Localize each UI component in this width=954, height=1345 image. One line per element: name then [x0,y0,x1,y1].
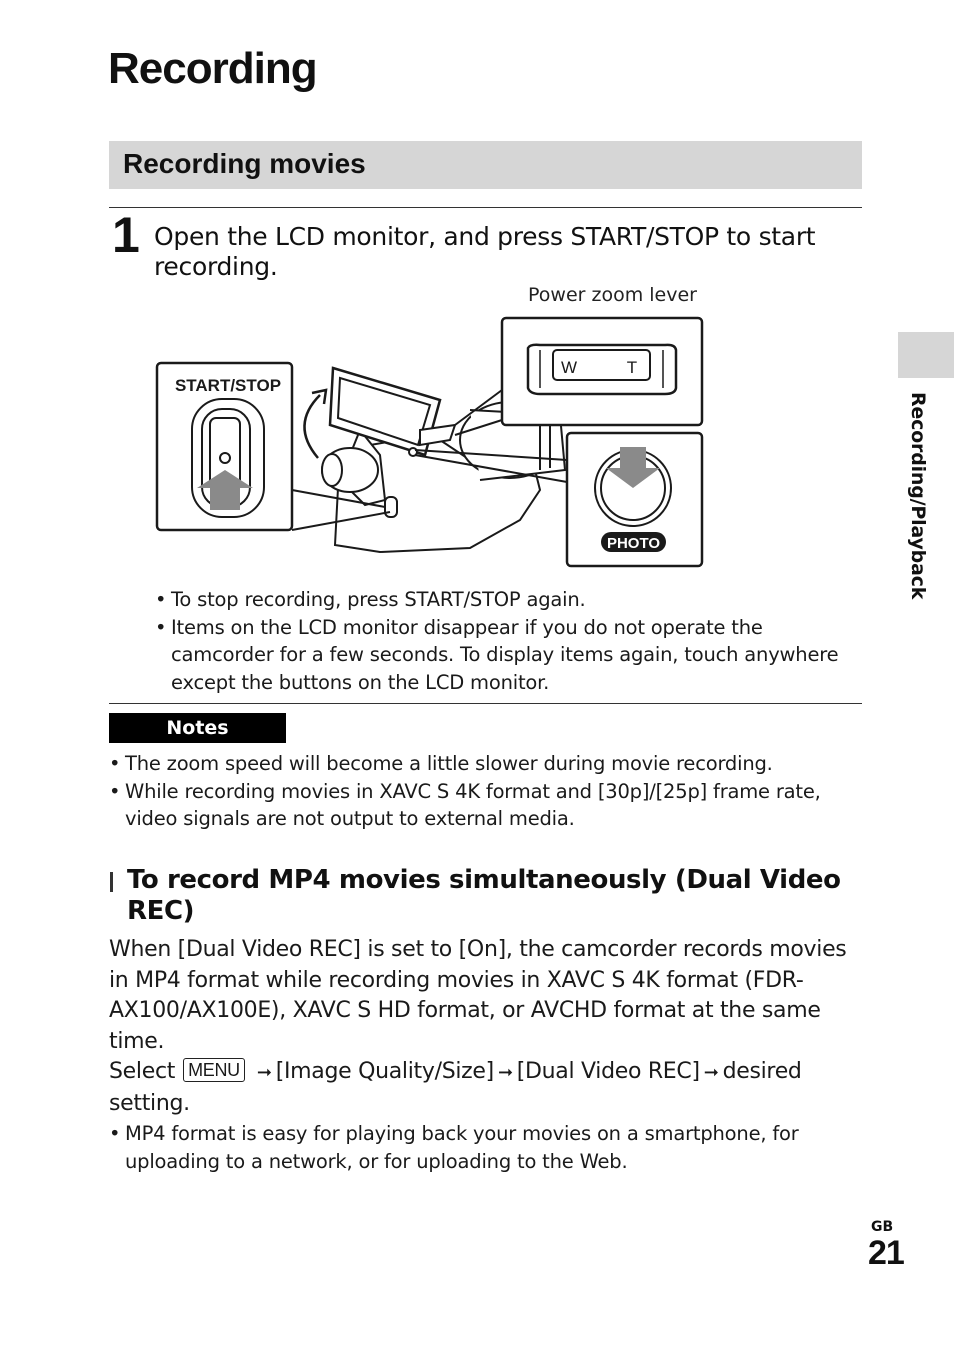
step-number: 1 [112,207,140,263]
step-instruction: Open the LCD monitor, and press START/ST… [154,222,816,281]
photo-button-inset: PHOTO [565,431,704,568]
zoom-wide-label: W [561,358,577,377]
right-arrow-icon: ➞ [703,1062,719,1083]
page-number: 21 [868,1234,905,1272]
zoom-tele-label: T [627,358,637,377]
section-header: Recording movies [109,141,862,189]
page-title: Recording [108,44,318,93]
subsection-marker [110,872,113,892]
right-arrow-icon: ➞ [256,1062,272,1083]
menu-path-item: desired setting. [109,1059,802,1116]
notes-list: The zoom speed will become a little slow… [109,750,859,833]
right-arrow-icon: ➞ [497,1062,513,1083]
menu-path-item: [Image Quality/Size] [275,1059,495,1084]
step-bottom-rule [109,703,862,704]
list-item: The zoom speed will become a little slow… [109,750,859,778]
power-zoom-lever-inset: W T [500,316,704,427]
dual-video-notes-list: MP4 format is easy for playing back your… [109,1120,859,1175]
section-top-rule [109,207,862,208]
power-zoom-lever-caption: Power zoom lever [528,284,697,306]
list-item: While recording movies in XAVC S 4K form… [109,778,859,833]
section-title: Recording movies [123,148,366,179]
camcorder-illustration: START/STOP W T PHOTO [155,316,704,568]
region-code: GB [871,1219,894,1235]
menu-path-item: [Dual Video REC] [516,1059,700,1084]
list-item: MP4 format is easy for playing back your… [109,1120,859,1175]
press-up-arrow-icon [197,470,253,510]
select-prefix: Select [109,1059,176,1084]
press-down-arrow-icon [606,447,660,488]
menu-key: MENU [183,1058,245,1082]
step-notes-list: To stop recording, press START/STOP agai… [155,586,855,696]
subsection-title: To record MP4 movies simultaneously (Dua… [127,865,841,926]
start-stop-label: START/STOP [175,376,281,395]
list-item: Items on the LCD monitor disappear if yo… [155,614,855,697]
list-item: To stop recording, press START/STOP agai… [155,586,855,614]
side-tab [898,332,954,378]
notes-tag: Notes [109,713,286,743]
dual-video-description: When [Dual Video REC] is set to [On], th… [109,937,847,1054]
start-stop-inset: START/STOP [155,361,294,532]
open-rotation-arrow [303,394,321,459]
side-tab-label: Recording/Playback [907,392,929,600]
photo-label: PHOTO [607,535,660,552]
